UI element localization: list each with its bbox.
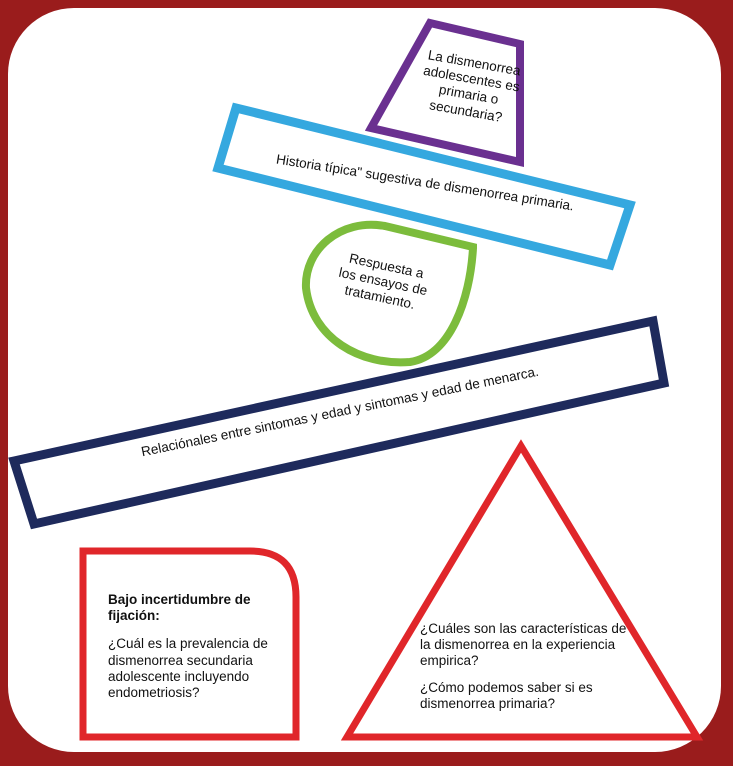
triangle-shape xyxy=(340,439,704,741)
red-box-title: Bajo incertidumbre de fijación: xyxy=(108,592,251,624)
triangle-text: ¿Cuáles son las características de la di… xyxy=(420,621,630,722)
teardrop-shape xyxy=(301,220,477,367)
triangle-question-2: ¿Cómo podemos saber si es dismenorrea pr… xyxy=(420,679,593,711)
red-box-shape xyxy=(79,547,300,741)
red-box-text: Bajo incertidumbre de fijación: ¿Cuál es… xyxy=(108,592,288,713)
red-box-question: ¿Cuál es la prevalencia de dismenorrea s… xyxy=(108,636,268,700)
trapezoid-shape xyxy=(364,18,524,168)
triangle-question-1: ¿Cuáles son las características de la di… xyxy=(420,621,627,669)
navy-bar-shape xyxy=(8,315,670,530)
blue-bar-shape xyxy=(212,102,636,271)
